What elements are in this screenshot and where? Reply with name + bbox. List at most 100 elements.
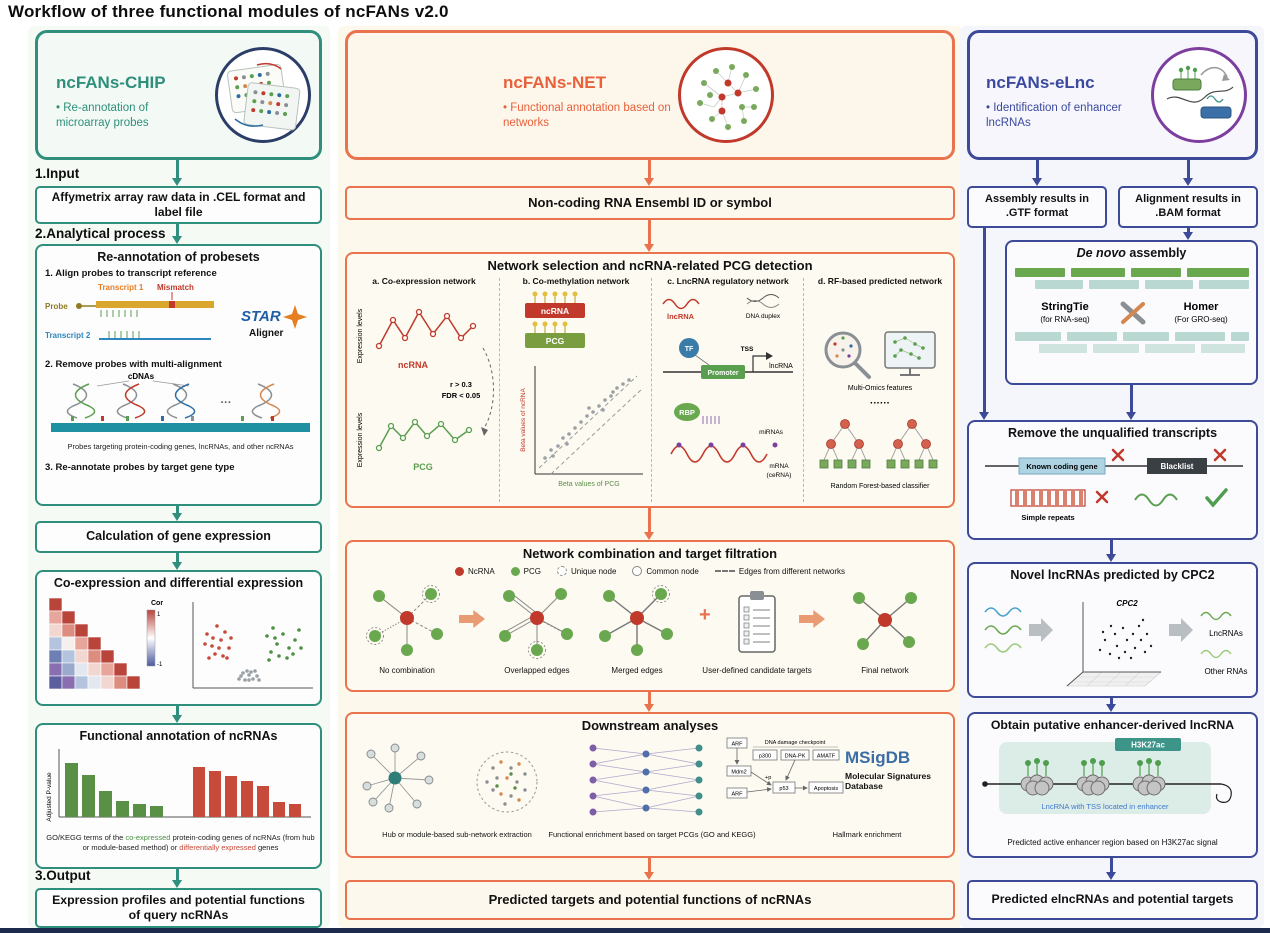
panel-c-mrna1: mRNA: [769, 463, 789, 470]
chip-coexpression-panel: Co-expression and differential expressio…: [35, 570, 322, 706]
stringtie-label: StringTie: [1041, 301, 1088, 313]
chip-title: ncFANs-CHIP: [56, 73, 166, 92]
elnc-title: ncFANs-eLnc: [986, 73, 1095, 92]
network-graphic: [697, 64, 759, 130]
filter-graphic: Known coding gene Blacklist Simple repea…: [985, 448, 1243, 522]
elnc-arrow-5: [1110, 858, 1113, 872]
msigdb-sub2: Database: [845, 781, 883, 791]
chip-section-input: 1.Input: [35, 166, 80, 181]
simple-repeats-label: Simple repeats: [1021, 513, 1074, 522]
pcg-dot-icon: [510, 566, 520, 576]
lnc-tss-label: LncRNA with TSS located in enhancer: [1041, 802, 1169, 811]
overlapped-edges-network: [499, 588, 573, 659]
microarray-icon: [215, 47, 311, 143]
edges-dash-icon: [714, 570, 735, 572]
panel-c-tss: TSS: [741, 346, 754, 353]
page-title: Workflow of three functional modules of …: [8, 2, 449, 21]
enhancer-graphic: [1166, 65, 1234, 119]
msigdb-block: MSigDB Molecular Signatures Database: [845, 748, 955, 791]
chip-arrow-1: [176, 160, 179, 178]
panel-c-tf: TF: [685, 346, 694, 353]
enhancer-region-graphic: H3K27ac LncRNA with TSS located in enhan…: [982, 738, 1232, 814]
pathway-mdm2: Mdm2: [731, 770, 746, 776]
chip-subtitle: Re-annotation of microarray probes: [56, 101, 196, 131]
probesets-step3: 3. Re-annotate probes by target gene typ…: [45, 462, 235, 473]
barchart-ylabel: Adjusted P-value: [46, 772, 53, 822]
elnc-cpc-panel: Novel lncRNAs predicted by CPC2 CPC2 Lnc…: [967, 562, 1258, 698]
elnc-arrow-4: [1110, 698, 1113, 704]
net-id-box: Non-coding RNA Ensembl ID or symbol: [345, 186, 955, 220]
stage-arrow-1: [459, 610, 485, 628]
panel-c-duplex: DNA duplex: [746, 313, 781, 320]
correlation-heatmap: Cor 1 -1: [48, 597, 163, 690]
panel-d-classifier: Random Forest-based classifier: [831, 483, 930, 490]
coexpression-title: Co-expression and differential expressio…: [53, 576, 304, 590]
panel-a-title: a. Co-expression network: [372, 276, 476, 286]
plus-sign: +: [699, 604, 711, 626]
elnc-bam-box: Alignment results in .BAM format: [1118, 186, 1258, 228]
final-network: [853, 592, 917, 650]
enhancer-icon: [1151, 47, 1247, 143]
pathway-p300: p300: [759, 754, 771, 760]
legend-edges: Edges from different networks: [714, 567, 845, 576]
net-downstream-panel: Downstream analyses DNA damage checkpoin…: [345, 712, 955, 858]
elnc-denovo-panel: De novo assembly StringTie (for RNA-seq)…: [1005, 240, 1258, 385]
panel-b-ncrna: ncRNA: [541, 306, 569, 316]
star-logo: STAR: [241, 308, 281, 325]
blacklist-label: Blacklist: [1161, 462, 1194, 471]
panel-c-lncrna2: lncRNA: [769, 363, 793, 370]
mismatch-label: Mismatch: [157, 283, 194, 292]
other-rnas-label: Other RNAs: [1204, 667, 1247, 676]
pathway-amatf: AMATF: [817, 754, 836, 760]
cor-scale-max: 1: [157, 612, 161, 618]
panel-d-title: d. RF-based predicted network: [817, 276, 943, 286]
stringtie-sub: (for RNA-seq): [1040, 315, 1090, 324]
net-arrow-4: [648, 692, 651, 704]
pathway-arf2: ARF: [732, 792, 744, 798]
downstream-caption-1: Hub or module-based sub-network extracti…: [382, 830, 532, 839]
stage-caption-2: Overlapped edges: [504, 666, 570, 675]
obtain-title: Obtain putative enhancer-derived lncRNA: [990, 718, 1235, 732]
elnc-arrow-bam: [1187, 160, 1190, 178]
pathway-plusp: +p: [765, 775, 771, 781]
elnc-gtf-connector: [983, 228, 986, 412]
legend-ncrna: NcRNA: [455, 566, 495, 576]
net-arrow-1: [648, 160, 651, 178]
chip-functional-panel: Functional annotation of ncRNAs Adjusted…: [35, 723, 322, 869]
denovo-title: De novo assembly: [1076, 246, 1187, 260]
downstream-caption-3: Hallmark enrichment: [832, 830, 902, 839]
enrichment-network-graphic: [589, 744, 703, 816]
stage-caption-3: Merged edges: [611, 666, 663, 675]
selection-title: Network selection and ncRNA-related PCG …: [487, 258, 813, 273]
regulatory-network-graphic: lncRNA DNA duplex TF Promoter TSS lncRNA…: [662, 294, 793, 479]
volcano-plot: [192, 602, 313, 689]
chip-arrow-2: [176, 224, 179, 236]
combination-title: Network combination and target filtratio…: [522, 546, 778, 561]
panel-c-mrna2: (ceRNA): [767, 472, 792, 479]
cpc2-label: CPC2: [1116, 599, 1138, 608]
pathway-graphic: DNA damage checkpoint p300 DNA-PK AMATF …: [726, 737, 844, 799]
chip-input-box: Affymetrix array raw data in .CEL format…: [35, 186, 322, 224]
panel-c-title: c. LncRNA regulatory network: [667, 276, 789, 286]
panel-a-r: r > 0.3: [450, 380, 472, 389]
elnc-obtain-panel: Obtain putative enhancer-derived lncRNA …: [967, 712, 1258, 858]
caption-diffexpressed: differentially expressed: [179, 842, 256, 852]
panel-separator-2: [651, 278, 652, 502]
caption-coexpressed: co-expressed: [125, 833, 171, 842]
stage-caption-1: No combination: [379, 666, 435, 675]
msigdb-logo: MSigDB: [845, 748, 911, 767]
probesets-title: Re-annotation of probesets: [97, 250, 260, 264]
pathway-checkpoint: DNA damage checkpoint: [765, 740, 826, 746]
functional-title: Functional annotation of ncRNAs: [79, 729, 278, 743]
net-targets-box: Predicted targets and potential function…: [345, 880, 955, 920]
elnc-subtitle: Identification of enhancer lncRNAs: [986, 101, 1126, 131]
network-icon: [678, 47, 774, 143]
functional-caption: GO/KEGG terms of the co-expressed protei…: [46, 833, 315, 852]
panel-separator-3: [803, 278, 804, 502]
net-combination-panel: Network combination and target filtratio…: [345, 540, 955, 692]
hub-subnetwork-graphic: [362, 743, 538, 813]
coexpression-network-graphic: Expression levels ncRNA r > 0.3 FDR < 0.…: [357, 308, 494, 472]
elnc-final-box: Predicted elncRNAs and potential targets: [967, 880, 1258, 920]
elnc-denovo-arrow: [1130, 385, 1133, 412]
